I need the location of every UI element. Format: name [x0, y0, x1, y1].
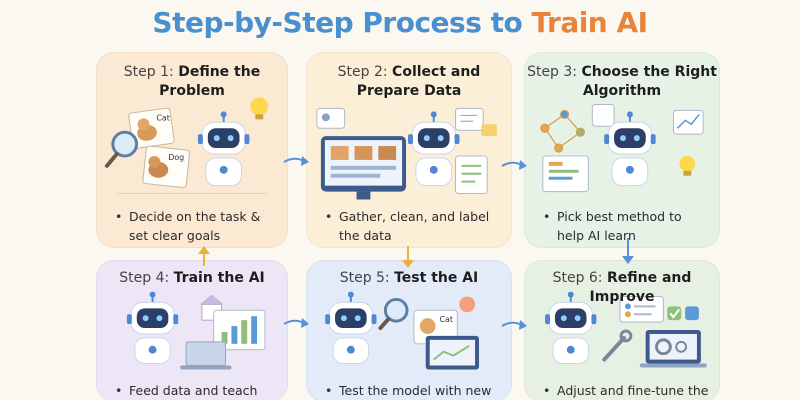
- step-6-illustration: [545, 291, 707, 368]
- step-card-3: Step 3: Choose the Right Algorithm Pick …: [524, 52, 720, 248]
- step-2-name: Collect and Prepare Data: [356, 64, 481, 99]
- step-card-6: Step 6: Refine and Improve Adjust and fi…: [524, 260, 720, 400]
- arrow-step4-to-step5: [283, 318, 309, 328]
- step-card-2: Step 2: Collect and Prepare Data Gather,…: [306, 52, 512, 248]
- step-5-prefix: Step 5:: [339, 270, 395, 286]
- magnifier-icon: [104, 130, 139, 168]
- step-card-5: Cat Step 5: Test the AI Test the model w…: [306, 260, 512, 400]
- robot-icon: [545, 291, 597, 365]
- step-3-bullet: Pick best method to help AI learn: [543, 207, 711, 245]
- laptop-icon: [180, 341, 232, 370]
- step-6-prefix: Step 6:: [552, 270, 607, 286]
- arrow-step4-to-step1: [198, 246, 210, 266]
- step-4-bullet: Feed data and teach the AI: [115, 381, 279, 400]
- step-2-illustration: [316, 107, 498, 200]
- step-6-bullet: Adjust and fine-tune the AI: [543, 381, 711, 400]
- step-4-prefix: Step 4:: [119, 270, 174, 286]
- step-card-4: Step 4: Train the AI Feed data and teach…: [96, 260, 288, 400]
- step-5-title: Step 5: Test the AI: [307, 269, 511, 288]
- id-card-icon: [316, 107, 346, 129]
- chart-note-icon: [455, 107, 498, 137]
- step-5-name: Test the AI: [394, 270, 479, 286]
- wrench-icon: [602, 329, 633, 362]
- settings-panel-icon: [619, 296, 664, 323]
- step-1-prefix: Step 1:: [123, 64, 179, 80]
- title-part-1: Step-by-Step Process to: [152, 6, 532, 39]
- lightbulb-icon: [679, 155, 696, 176]
- lightbulb-icon: [250, 97, 269, 120]
- cat-tag: Cat: [156, 113, 169, 122]
- step-6-name: Refine and Improve: [589, 270, 692, 305]
- arrow-step3-to-step6: [622, 238, 634, 264]
- network-graph-icon: [540, 109, 585, 153]
- step-1-title: Step 1: Define the Problem: [97, 63, 287, 101]
- clipboard-icon: [455, 155, 488, 195]
- arrow-step1-to-step2: [283, 156, 309, 166]
- board-icon: [542, 155, 589, 193]
- robot-icon: [604, 111, 656, 187]
- laptop-icon: [639, 330, 707, 368]
- step-2-prefix: Step 2:: [337, 64, 393, 80]
- checkmark-icon: [667, 306, 699, 321]
- page-title: Step-by-Step Process to Train AI: [0, 6, 800, 39]
- robot-icon: [126, 291, 179, 365]
- robot-icon: [197, 111, 250, 187]
- arrow-step2-to-step3: [501, 160, 527, 170]
- step-4-illustration: [126, 291, 266, 370]
- monitor-icon: [425, 335, 479, 370]
- step-4-title: Step 4: Train the AI: [97, 269, 287, 288]
- monitor-icon: [320, 136, 407, 200]
- flowchart-icon: [591, 103, 704, 135]
- step-1-illustration: Cat Dog: [104, 97, 269, 195]
- robot-icon: [408, 111, 460, 187]
- step-1-name: Define the Problem: [159, 64, 261, 99]
- step-card-1: Cat Dog: [96, 52, 288, 248]
- step-2-title: Step 2: Collect and Prepare Data: [307, 63, 511, 101]
- step-4-name: Train the AI: [173, 270, 265, 286]
- step-3-name: Choose the Right Algorithm: [581, 64, 717, 99]
- cat-photo-icon: Cat: [413, 309, 458, 345]
- title-part-2: Train AI: [531, 6, 648, 39]
- step-3-illustration: [540, 103, 704, 193]
- magnifier-icon: [378, 297, 409, 331]
- step-5-bullet: Test the model with new data: [325, 381, 503, 400]
- heart-icon: [459, 296, 476, 313]
- chart-board-icon: [213, 309, 266, 351]
- step-2-bullet: Gather, clean, and label the data: [325, 207, 503, 245]
- step-3-title: Step 3: Choose the Right Algorithm: [525, 63, 719, 101]
- cat-tag: Cat: [440, 315, 453, 324]
- step-5-illustration: Cat: [325, 291, 479, 370]
- dog-tag: Dog: [168, 153, 184, 162]
- arrow-step5-to-step6: [501, 320, 527, 330]
- step-1-bullet: Decide on the task & set clear goals: [115, 207, 279, 245]
- robot-icon: [325, 291, 377, 365]
- step-6-title: Step 6: Refine and Improve: [525, 269, 719, 307]
- dog-card-icon: Dog: [142, 145, 191, 188]
- cat-card-icon: Cat: [128, 107, 175, 149]
- step-3-prefix: Step 3:: [527, 64, 582, 80]
- arrow-step2-to-step5: [402, 246, 414, 268]
